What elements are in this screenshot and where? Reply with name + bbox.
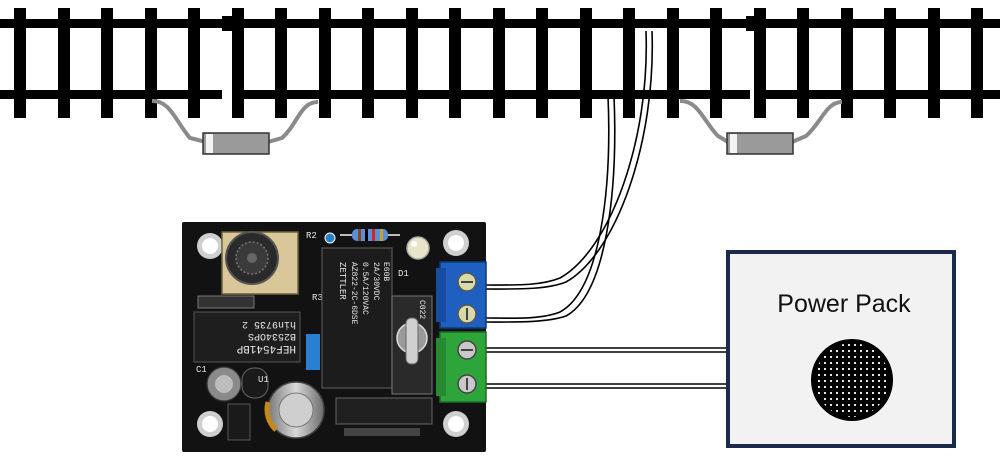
svg-text:AZ822-2C-6DSE: AZ822-2C-6DSE [349, 262, 358, 325]
terminal-block-track [436, 261, 487, 329]
connector-block [335, 397, 433, 425]
potentiometer-icon [221, 231, 299, 295]
diode-icon [726, 132, 794, 155]
rail-bottom-left [0, 90, 222, 99]
svg-text:hin9735 2: hin9735 2 [242, 318, 296, 330]
controller-board: R2 R3 D1 ZETTLER AZ822-2C-6DSE 0.5A/120V… [182, 222, 487, 452]
svg-text:0.5A/120VAC: 0.5A/120VAC [360, 262, 369, 315]
wire-track-to-terminal-1b [485, 30, 654, 290]
capacitor-small [206, 366, 242, 402]
mounting-holes [197, 230, 469, 437]
sleeper [754, 8, 766, 118]
svg-text:E60B: E60B [381, 262, 390, 281]
resistor [340, 229, 400, 241]
diode-icon [202, 132, 270, 155]
power-pack-label: Power Pack [777, 290, 911, 318]
label-d1: D1 [398, 269, 409, 279]
trimmer [306, 334, 320, 370]
wire-track-to-terminal-1a [485, 30, 648, 286]
track [0, 8, 1000, 118]
svg-text:B2534OPS: B2534OPS [248, 330, 296, 341]
label-c1: C1 [196, 365, 207, 375]
rail-joiner-2 [746, 16, 766, 31]
diode-right [679, 99, 843, 155]
header-pins [197, 295, 255, 309]
relay-icon: ZETTLER AZ822-2C-6DSE 0.5A/120VAC 2A/30V… [321, 247, 393, 389]
power-pack: Power Pack [726, 250, 956, 448]
rail-top [0, 19, 1000, 28]
label-r2: R2 [306, 231, 317, 241]
wire-track-to-terminal-2a [485, 95, 610, 320]
capacitor-icon [264, 381, 325, 439]
wire-track-to-terminal-2b [485, 95, 616, 323]
toggle-switch-icon: C022 [391, 295, 433, 395]
terminal-block-power [436, 331, 487, 403]
speaker-grille-icon [811, 339, 893, 421]
led-icon [406, 236, 430, 260]
svg-text:ZETTLER: ZETTLER [337, 262, 347, 300]
diode-left [151, 99, 319, 155]
rail-bottom-middle [240, 90, 750, 99]
label-r3: R3 [312, 293, 323, 303]
rail-bottom-right [766, 90, 1000, 99]
rail-joiner-1 [222, 16, 242, 31]
label-u1: U1 [258, 375, 269, 385]
ic-chip: HEF4541BP B2534OPS hin9735 2 [193, 311, 301, 363]
transistor [227, 403, 251, 441]
svg-text:C022: C022 [417, 300, 426, 319]
voltage-regulator [241, 367, 269, 399]
wires [485, 30, 726, 389]
svg-text:HEF4541BP: HEF4541BP [236, 342, 296, 354]
svg-text:2A/30VDC: 2A/30VDC [371, 262, 380, 301]
